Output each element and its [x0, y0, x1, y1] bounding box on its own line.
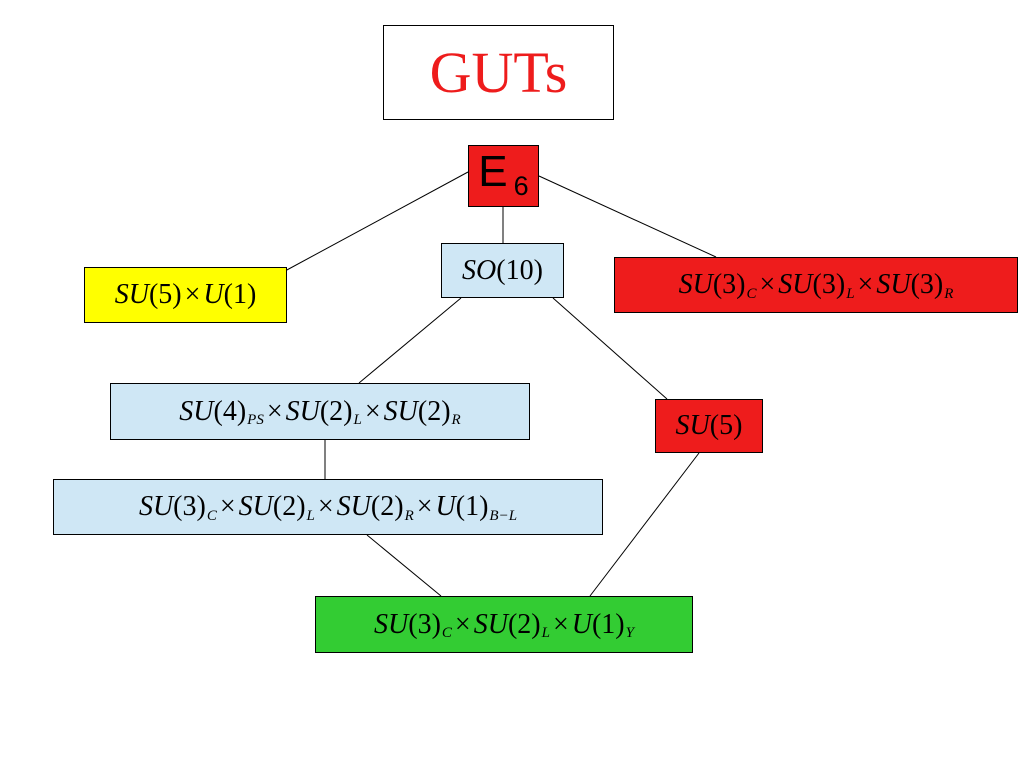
- group-rank: (10): [496, 254, 543, 286]
- times-operator: ×: [364, 395, 381, 427]
- group-rank: (4): [213, 395, 247, 427]
- e6-label: E: [478, 147, 508, 196]
- group-symbol: SU: [138, 491, 174, 522]
- group-subscript: Y: [625, 625, 634, 641]
- group-symbol: SU: [778, 269, 813, 300]
- group-rank: (3): [910, 269, 944, 300]
- edge-e6-to-su5u1: [284, 171, 469, 272]
- group-subscript: R: [944, 285, 954, 302]
- node-pati-salam: SU(4)PS×SU(2)L×SU(2)R: [110, 383, 530, 440]
- group-rank: (5): [148, 279, 182, 310]
- group-rank: (3): [173, 491, 206, 522]
- times-operator: ×: [552, 608, 569, 640]
- group-rank: (3): [812, 269, 846, 300]
- group-rank: (2): [507, 608, 541, 640]
- node-so10: SO(10): [441, 243, 564, 298]
- e6-subscript: 6: [513, 170, 529, 201]
- group-rank: (2): [272, 491, 306, 522]
- group-symbol: U: [435, 491, 456, 522]
- edge-su5-to-standard_model: [589, 452, 700, 597]
- group-subscript: R: [451, 412, 461, 428]
- edge-e6-to-trinification: [538, 175, 717, 258]
- group-rank: (1): [591, 608, 625, 640]
- node-left-right: SU(3)C×SU(2)L×SU(2)R×U(1)B−L: [53, 479, 603, 535]
- times-operator: ×: [416, 491, 433, 522]
- times-operator: ×: [759, 269, 776, 300]
- group-rank: (1): [455, 491, 489, 522]
- node-su5: SU(5): [655, 399, 763, 453]
- group-symbol: SU: [383, 395, 418, 427]
- group-rank: (3): [408, 608, 441, 640]
- group-subscript: L: [846, 285, 855, 302]
- title-box: GUTs: [383, 25, 614, 120]
- group-subscript: PS: [247, 412, 264, 428]
- node-su3-cubed: SU(3)C×SU(3)L×SU(3)R: [614, 257, 1018, 313]
- group-subscript: B−L: [489, 507, 518, 524]
- group-rank: (1): [223, 279, 257, 310]
- times-operator: ×: [857, 269, 874, 300]
- times-operator: ×: [454, 608, 471, 640]
- group-subscript: C: [441, 625, 452, 641]
- group-symbol: SU: [374, 608, 409, 640]
- group-rank: (3): [712, 269, 746, 300]
- group-subscript: L: [306, 507, 315, 524]
- group-symbol: SO: [462, 254, 497, 286]
- group-symbol: U: [571, 608, 592, 640]
- edge-so10-to-su5: [552, 297, 668, 400]
- times-operator: ×: [317, 491, 334, 522]
- edge-left_right-to-standard_model: [366, 534, 442, 597]
- times-operator: ×: [184, 279, 201, 310]
- node-standard-model: SU(3)C×SU(2)L×U(1)Y: [315, 596, 693, 653]
- group-symbol: SU: [678, 269, 713, 300]
- group-symbol: SU: [179, 395, 214, 427]
- group-subscript: L: [541, 625, 550, 641]
- group-rank: (5): [709, 410, 743, 441]
- group-subscript: L: [353, 412, 362, 428]
- group-subscript: R: [404, 507, 414, 524]
- group-subscript: C: [746, 285, 757, 302]
- group-symbol: SU: [336, 491, 371, 522]
- group-rank: (2): [370, 491, 404, 522]
- group-symbol: SU: [285, 395, 320, 427]
- times-operator: ×: [219, 491, 236, 522]
- times-operator: ×: [266, 395, 283, 427]
- group-subscript: C: [206, 507, 217, 524]
- edge-so10-to-pati_salam: [358, 297, 462, 384]
- page-title: GUTs: [429, 40, 568, 105]
- group-symbol: SU: [876, 269, 911, 300]
- group-symbol: SU: [675, 410, 710, 441]
- node-su5-times-u1: SU(5)×U(1): [84, 267, 287, 323]
- group-rank: (2): [319, 395, 353, 427]
- group-rank: (2): [417, 395, 451, 427]
- group-symbol: U: [203, 279, 224, 310]
- group-symbol: SU: [238, 491, 273, 522]
- group-symbol: SU: [114, 279, 149, 310]
- group-symbol: SU: [473, 608, 508, 640]
